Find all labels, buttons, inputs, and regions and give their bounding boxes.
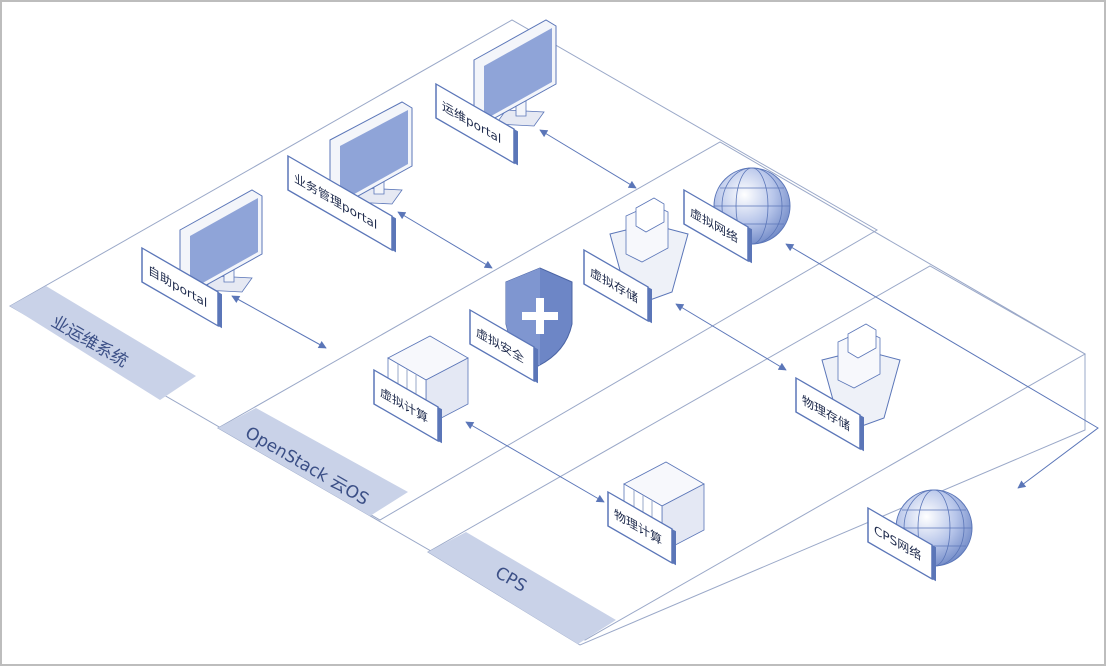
- globe-vnet: 虚拟网络: [683, 167, 791, 264]
- server-pcompute: 物理计算: [607, 461, 705, 566]
- arrow-self-vcompute: [231, 295, 327, 349]
- arrow-vstorage-pstorage: [675, 303, 787, 371]
- arrow-vcompute-pcompute: [465, 421, 605, 503]
- server-vcompute: 虚拟计算: [373, 335, 469, 444]
- shield-vsecurity: 虚拟安全: [469, 267, 573, 384]
- storage-pstorage: 物理存储: [795, 323, 901, 452]
- label-vcompute-tag: 虚拟计算: [373, 368, 442, 444]
- arrow-ops-vnet: [539, 129, 637, 189]
- arrow-vnet-cpsnet: [785, 243, 1099, 489]
- arrow-biz-vsecurity: [397, 211, 493, 269]
- globe-cpsnet: CPS网络: [867, 489, 973, 582]
- monitor-ops-portal: 运维portal: [435, 19, 557, 166]
- monitor-self-portal: 自助portal: [141, 189, 263, 329]
- storage-vstorage: 虚拟存储: [583, 197, 689, 324]
- monitor-biz-portal: 业务管理portal: [287, 101, 413, 253]
- connectors: [231, 129, 1099, 503]
